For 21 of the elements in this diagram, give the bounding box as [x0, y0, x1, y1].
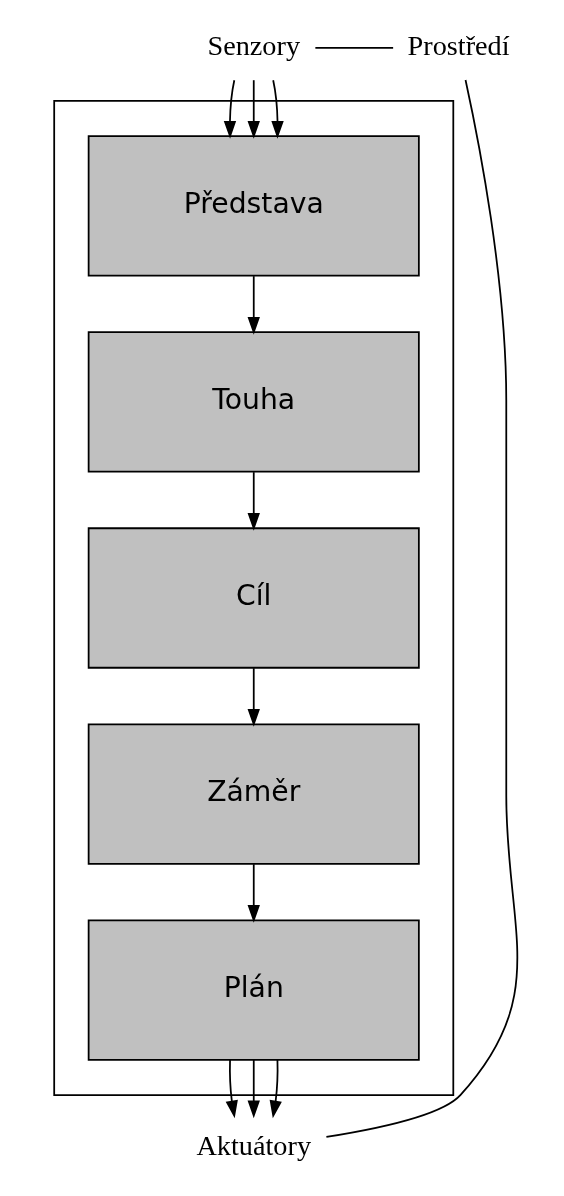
node-box: Cíl	[87, 527, 420, 669]
connector	[314, 47, 394, 49]
arrow	[247, 1059, 260, 1119]
node-box: Plán	[87, 919, 420, 1061]
arrow	[269, 1059, 282, 1119]
arrow	[247, 79, 260, 139]
arrow	[247, 863, 260, 923]
arrow	[247, 275, 260, 335]
arrow	[223, 79, 237, 139]
node-box: Záměr	[87, 723, 420, 865]
arrow	[247, 667, 260, 727]
node-box: Touha	[87, 331, 420, 473]
node-text: Prostředí	[407, 29, 510, 61]
arrow	[247, 471, 260, 531]
cluster	[53, 100, 455, 1096]
node-text: Senzory	[207, 29, 301, 61]
connector	[325, 79, 519, 1138]
arrow	[271, 79, 284, 139]
node-box: Představa	[87, 135, 420, 277]
node-text: Aktuátory	[196, 1129, 312, 1161]
arrow	[225, 1059, 238, 1119]
